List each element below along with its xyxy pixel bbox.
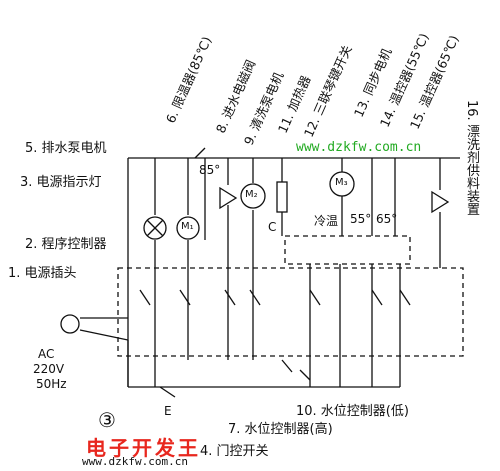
sync-motor-icon (329, 171, 355, 197)
solenoid-valve-icon (219, 186, 238, 210)
heater-icon (276, 181, 288, 213)
label-drain-pump: 5. 排水泵电机 (25, 141, 107, 156)
label-level-high: 7. 水位控制器(高) (228, 422, 333, 437)
figure-number: ③ (98, 408, 116, 432)
brand-logo: 电子开发王 (86, 436, 201, 460)
mark-cold: 冷温 (314, 214, 339, 228)
mark-65: 65° (376, 212, 398, 226)
brand-url: www.dzkfw.com.cn (82, 455, 188, 468)
wash-motor-icon (240, 183, 266, 209)
ac-label: AC (38, 347, 55, 361)
mark-c: C (268, 220, 277, 234)
drain-motor-icon (176, 216, 200, 240)
mark-85: 85° (199, 163, 221, 177)
label-rinse-agent: 16. 漂洗剂供料装置 (464, 100, 479, 216)
mark-e: E (164, 404, 172, 418)
plug-icon (60, 314, 80, 334)
program-controller-box (117, 267, 464, 357)
watermark-url: www.dzkfw.com.cn (296, 140, 422, 155)
label-power-plug: 1. 电源插头 (8, 266, 77, 281)
mark-m2: M₂ (245, 189, 258, 200)
label-program-controller: 2. 程序控制器 (25, 237, 107, 252)
voltage-label: 220V (33, 362, 65, 376)
label-indicator-lamp: 3. 电源指示灯 (20, 175, 102, 190)
mark-m1: M₁ (181, 221, 194, 232)
rinse-valve-icon (431, 190, 450, 214)
mark-m3: M₃ (335, 177, 348, 188)
key-switch-box (284, 235, 411, 265)
frequency-label: 50Hz (36, 377, 67, 391)
mark-55: 55° (350, 212, 372, 226)
label-door-switch: 4. 门控开关 (200, 444, 269, 459)
label-level-low: 10. 水位控制器(低) (296, 404, 409, 419)
